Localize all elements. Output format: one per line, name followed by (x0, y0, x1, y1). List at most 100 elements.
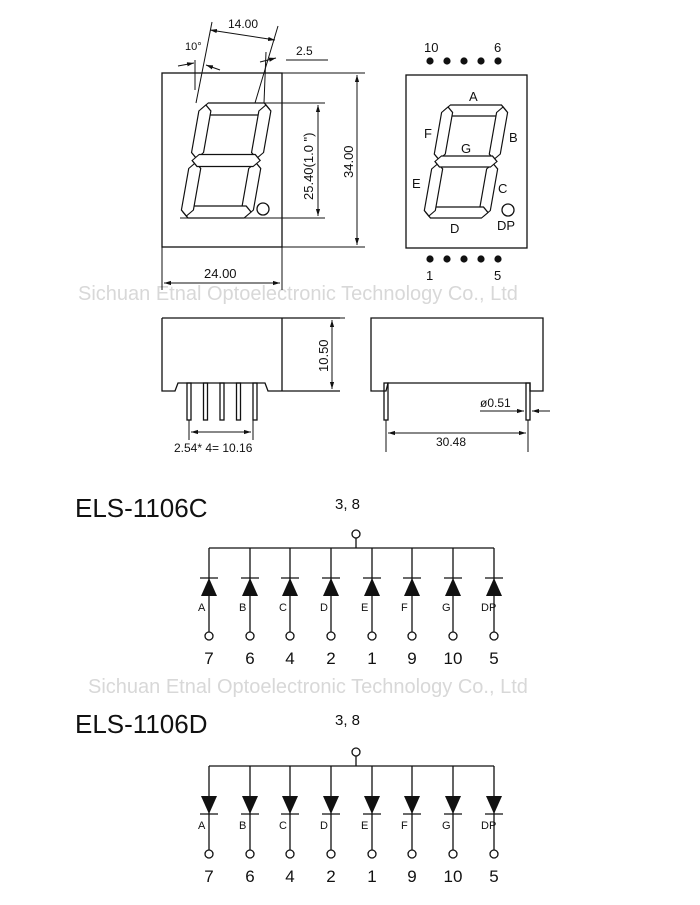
diode-c: C4 (279, 548, 299, 668)
pin-terminal (326, 631, 336, 641)
pin (186, 382, 192, 421)
dim-pin-diameter: ø0.51 (480, 396, 511, 410)
front-view: 34.00 25.40(1.0 ") 24.00 14.00 10° 2.5 (161, 17, 365, 290)
diode-g: G10 (442, 766, 462, 886)
pin-terminal (407, 631, 417, 641)
diode-d: D2 (320, 548, 340, 668)
pin-terminal (326, 849, 336, 859)
seg-label-c: C (498, 181, 507, 196)
pin-terminal (367, 849, 377, 859)
diode-symbol (282, 578, 298, 596)
pin-number: 6 (245, 867, 254, 886)
segment-label: A (198, 820, 206, 832)
side-view-right: 30.48 ø0.51 (370, 317, 550, 452)
dim-row-spacing: 30.48 (436, 435, 466, 449)
pin-label-1: 1 (426, 268, 433, 283)
pin (235, 382, 242, 421)
pin-number: 1 (367, 649, 376, 668)
seg-label-e: E (412, 176, 421, 191)
pin-dot (460, 57, 468, 65)
seg-label-dp: DP (497, 218, 515, 233)
segment-label: E (361, 820, 368, 832)
segment-label: G (442, 602, 451, 614)
pin-dot (443, 255, 451, 263)
pin-terminal (285, 849, 295, 859)
common-terminal (351, 747, 361, 757)
pin-number: 1 (367, 867, 376, 886)
pin-view: 10 6 1 5 A B C D E F G DP (405, 40, 528, 283)
diode-dp: DP5 (481, 548, 503, 668)
segment-label: B (239, 820, 246, 832)
pin-label-10: 10 (424, 40, 438, 55)
pin-terminal (448, 631, 458, 641)
seven-segment-digit (423, 104, 509, 219)
pin-dot (426, 255, 434, 263)
seg-label-a: A (469, 89, 478, 104)
segment-g (191, 153, 261, 168)
segment-label: F (401, 820, 408, 832)
seg-label-g: G (461, 141, 471, 156)
pin-number: 2 (326, 649, 335, 668)
pin-number: 7 (204, 867, 213, 886)
segment-label: C (279, 820, 287, 832)
diode-symbol (201, 796, 217, 814)
pin-number: 10 (444, 867, 463, 886)
dim-width: 24.00 (204, 266, 237, 281)
diode-symbol (445, 578, 461, 596)
diode-symbol (323, 578, 339, 596)
diode-b: B6 (239, 766, 259, 886)
model-title: ELS-1106C (75, 493, 208, 523)
diode-e: E1 (361, 548, 381, 668)
pin-number: 10 (444, 649, 463, 668)
pin-dot (494, 255, 502, 263)
pin-terminal (245, 849, 255, 859)
pin-terminal (489, 631, 499, 641)
diode-d: D2 (320, 766, 340, 886)
segment-label: D (320, 820, 328, 832)
diode-symbol (242, 796, 258, 814)
pin-dot (477, 57, 485, 65)
common-pin-label: 3, 8 (335, 712, 360, 729)
pin-number: 9 (407, 649, 416, 668)
pin-label-6: 6 (494, 40, 501, 55)
dim-depth: 10.50 (316, 339, 331, 372)
pin-terminal (204, 631, 214, 641)
pin-terminal (489, 849, 499, 859)
diode-c: C4 (279, 766, 299, 886)
seg-label-b: B (509, 130, 518, 145)
pin-view-body (405, 74, 528, 249)
diode-f: F9 (401, 766, 421, 886)
segment-label: F (401, 602, 408, 614)
pin-dot (494, 57, 502, 65)
diode-symbol (364, 796, 380, 814)
dim-width-top: 14.00 (228, 17, 258, 31)
diode-symbol (242, 578, 258, 596)
segment-label: C (279, 602, 287, 614)
pin-terminal (204, 849, 214, 859)
watermark-top: Sichuan Etnal Optoelectronic Technology … (78, 283, 518, 305)
pin-number: 4 (285, 649, 294, 668)
segment-f (190, 104, 212, 160)
common-pin-label: 3, 8 (335, 496, 360, 513)
dim-angle: 10° (185, 41, 202, 53)
common-terminal (351, 529, 361, 539)
dim-height: 34.00 (341, 145, 356, 178)
diode-dp: DP5 (481, 766, 503, 886)
diode-symbol (404, 578, 420, 596)
segment-e (180, 161, 202, 217)
pin-terminal (407, 849, 417, 859)
pin (252, 382, 258, 421)
dim-pin-pitch: 2.54* 4= 10.16 (174, 441, 253, 455)
model-title: ELS-1106D (75, 709, 208, 739)
pin-dot (460, 255, 468, 263)
segment-label: A (198, 602, 206, 614)
diode-b: B6 (239, 548, 259, 668)
pin (202, 382, 209, 421)
pin-number: 4 (285, 867, 294, 886)
diode-g: G 10 (442, 548, 462, 668)
dim-digit-height: 25.40(1.0 ") (301, 133, 316, 201)
watermark-bottom: Sichuan Etnal Optoelectronic Technology … (88, 676, 528, 698)
